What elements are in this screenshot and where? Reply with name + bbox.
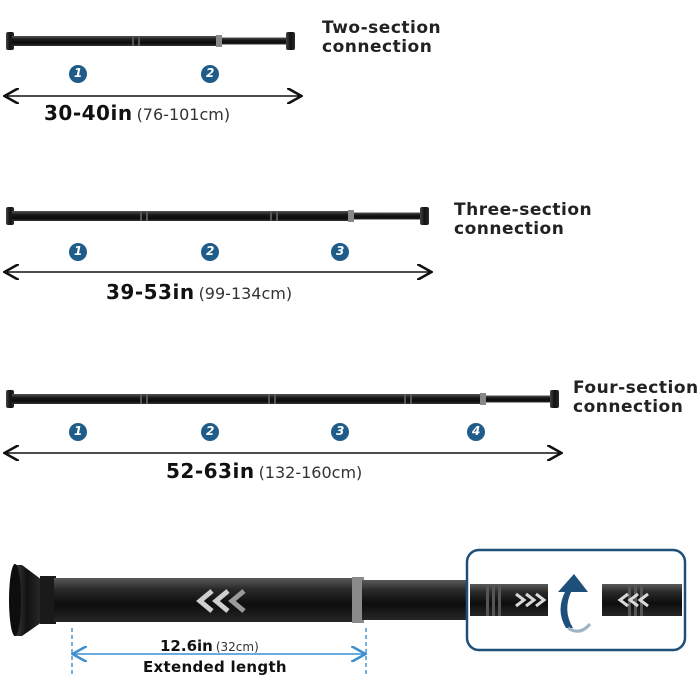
config-label-line1: Two-section <box>322 18 442 38</box>
range-three-section: 39-53in(99-134cm) <box>106 280 292 304</box>
range-metric: (76-101cm) <box>136 105 231 124</box>
marker-1-2 <box>201 65 219 83</box>
range-main: 39-53in <box>106 280 195 304</box>
marker-2-3 <box>331 243 349 261</box>
inset-left-tube <box>470 584 548 616</box>
inset-right-tube <box>602 584 682 616</box>
marker-3-1 <box>69 423 87 441</box>
range-metric: (132-160cm) <box>258 463 363 482</box>
measure-main: 12.6in <box>160 637 213 655</box>
range-four-section: 52-63in(132-160cm) <box>166 459 362 483</box>
marker-1-1 <box>69 65 87 83</box>
config-label-four-section: Four-section connection <box>573 379 699 417</box>
config-label-three-section: Three-section connection <box>454 201 592 239</box>
extended-length-caption: Extended length <box>143 658 287 676</box>
config-label-line2: connection <box>454 219 565 239</box>
config-label-line1: Four-section <box>573 378 699 398</box>
rotate-arrow-icon <box>558 574 592 633</box>
marker-group-2 <box>69 243 349 261</box>
range-main: 52-63in <box>166 459 255 483</box>
config-label-two-section: Two-section connection <box>322 19 441 57</box>
range-two-section: 30-40in(76-101cm) <box>44 101 230 125</box>
extended-length-dimension <box>72 628 366 676</box>
marker-group-3 <box>69 423 485 441</box>
config-label-line1: Three-section <box>454 200 593 220</box>
marker-2-2 <box>201 243 219 261</box>
closeup-chevrons <box>196 589 246 613</box>
rod-four-section <box>6 390 559 408</box>
extended-measure: 12.6in(32cm) <box>160 636 259 655</box>
marker-group-1 <box>69 65 219 83</box>
marker-3-4 <box>467 423 485 441</box>
range-main: 30-40in <box>44 101 133 125</box>
measure-metric: (32cm) <box>215 640 259 654</box>
marker-2-1 <box>69 243 87 261</box>
inset-detail <box>465 548 687 652</box>
rod-two-section <box>6 32 295 50</box>
config-label-line2: connection <box>573 397 684 417</box>
closeup-rod <box>9 564 472 636</box>
rod-three-section <box>6 207 429 225</box>
marker-3-3 <box>331 423 349 441</box>
range-metric: (99-134cm) <box>198 284 293 303</box>
config-label-line2: connection <box>322 37 433 57</box>
marker-3-2 <box>201 423 219 441</box>
